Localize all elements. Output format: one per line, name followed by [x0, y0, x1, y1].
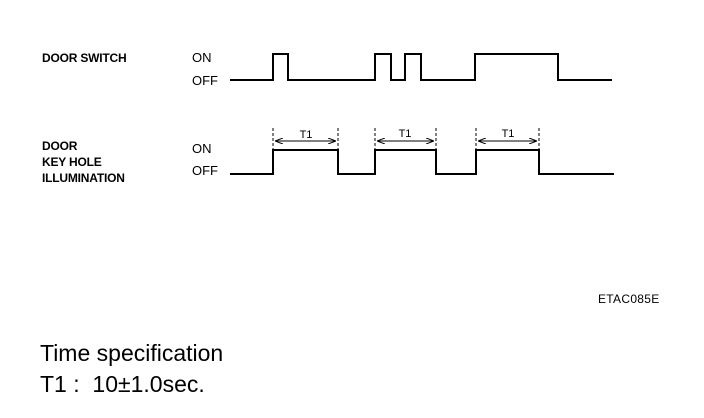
spec-heading: Time specification [40, 340, 224, 366]
figure-code: ETAC085E [598, 292, 660, 306]
illumination-waveform [230, 149, 614, 175]
t1-label-3: T1 [502, 128, 515, 140]
t1-interval-3: T1 [475, 128, 540, 174]
key-hole-illumination-label: DOOR KEY HOLE ILLUMINATION [42, 139, 125, 185]
t1-interval-2: T1 [374, 128, 437, 174]
door-switch-label: DOOR SWITCH [42, 51, 127, 65]
door-switch-waveform [230, 53, 612, 81]
t1-label-1: T1 [300, 129, 313, 141]
spec-value: T1 : 10±1.0sec. [40, 371, 205, 397]
illumination-on-label: ON [192, 141, 212, 156]
door-switch-on-label: ON [192, 50, 212, 65]
illumination-off-label: OFF [192, 163, 218, 178]
t1-interval-1: T1 [272, 128, 339, 174]
t1-label-2: T1 [399, 128, 412, 140]
door-switch-off-label: OFF [192, 73, 218, 88]
